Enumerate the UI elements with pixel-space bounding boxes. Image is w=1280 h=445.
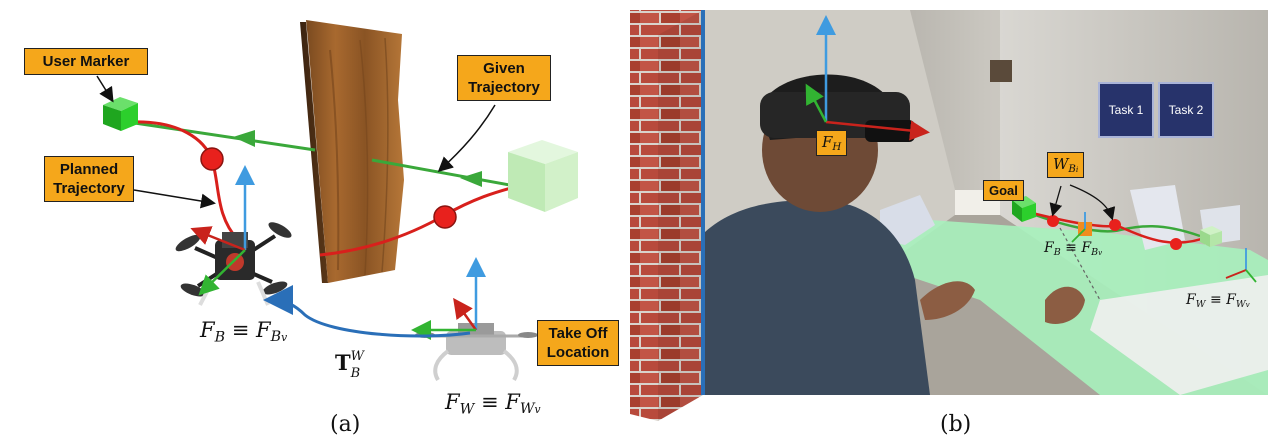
goal-cube (508, 140, 578, 212)
task-2-button[interactable]: Task 2 (1158, 82, 1214, 138)
caption-a: (a) (330, 412, 361, 437)
given-trajectory-label: Given Trajectory (457, 55, 551, 101)
ar-photo (630, 10, 1268, 421)
brick-wall (630, 10, 703, 421)
pointer-wbi-2 (1069, 184, 1116, 221)
body-frame-equation: FB ≡ FBv (200, 318, 288, 346)
world-frame-equation: FW ≡ FWv (445, 390, 541, 418)
pointer-planned-trajectory (133, 189, 216, 209)
waypoint-marker (200, 147, 224, 171)
pointer-given-trajectory (437, 104, 496, 173)
given-path-arrowhead-left (233, 130, 255, 147)
pointer-user-marker (96, 75, 114, 103)
waypoint-marker (433, 205, 457, 229)
planned-trajectory-path (129, 120, 519, 257)
world-frame-axes (411, 257, 486, 340)
take-off-location-label: Take Off Location (537, 320, 619, 366)
transform-arrow (263, 285, 471, 338)
ar-trajectory (1012, 196, 1257, 301)
task-1-button[interactable]: Task 1 (1098, 82, 1154, 138)
drone-b-axes (190, 165, 255, 296)
given-trajectory-path (127, 120, 516, 188)
user-marker-label: User Marker (24, 48, 148, 75)
goal-tag: Goal (983, 180, 1024, 201)
ar-world-frame-equation: FW ≡ FWv (1186, 292, 1250, 310)
headset-axes (805, 15, 930, 141)
headset-frame-tag: FH (816, 130, 848, 157)
pointer-wbi-1 (1049, 185, 1063, 217)
caption-b: (b) (940, 412, 972, 437)
ar-body-frame-equation: FB ≡ FBv (1044, 240, 1103, 258)
waypoint-frame-tag: WBi (1047, 152, 1085, 179)
given-path-arrowhead-right (460, 171, 482, 187)
wooden-door (300, 20, 404, 283)
planned-trajectory-label: Planned Trajectory (44, 156, 134, 202)
user-marker-cube (103, 97, 138, 131)
takeoff-drone-icon (415, 323, 538, 382)
